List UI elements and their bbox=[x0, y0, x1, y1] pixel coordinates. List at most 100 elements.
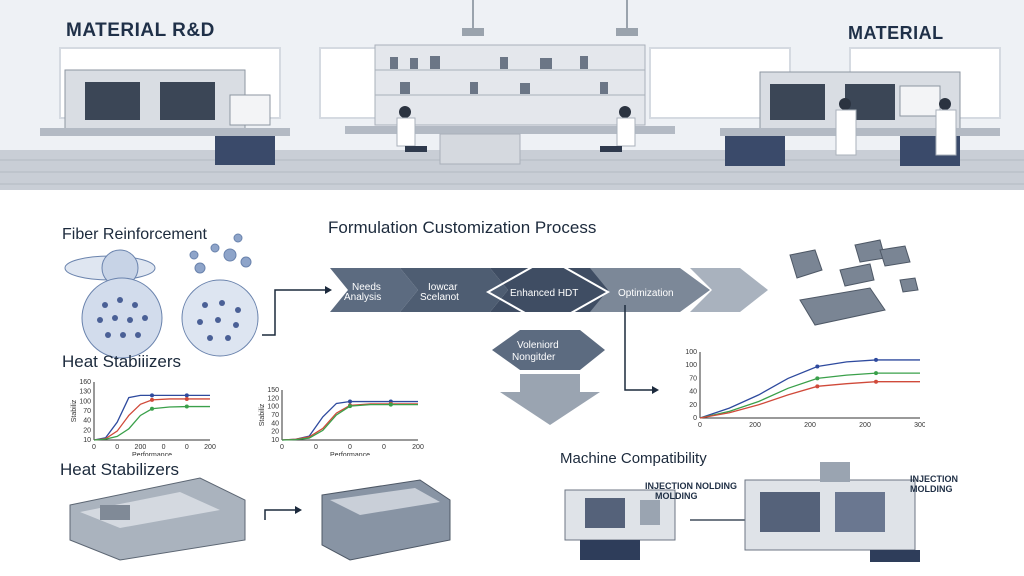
y-tick-label: 150 bbox=[267, 387, 279, 394]
chevron-step-4-label: Optimization bbox=[618, 288, 674, 299]
injection-machine-left bbox=[564, 489, 676, 560]
down-block bbox=[492, 330, 605, 370]
series-point-0 bbox=[348, 399, 352, 404]
chevron-step-1-line1: Needs bbox=[352, 282, 381, 293]
chevron-step-3-label: Enhanced HDT bbox=[510, 288, 578, 299]
x-tick-label: 0 bbox=[115, 444, 119, 451]
x-tick-label: 200 bbox=[204, 444, 216, 451]
series-line-2 bbox=[699, 381, 920, 419]
fiber-samples bbox=[64, 233, 259, 359]
header-left-title: MATERIAL R&D bbox=[66, 20, 215, 41]
y-tick-label: 20 bbox=[271, 429, 279, 436]
x-axis-label: Performance bbox=[330, 452, 370, 456]
connector-arrowhead-heat bbox=[295, 506, 302, 514]
x-tick-label: 0 bbox=[280, 444, 284, 451]
series-line-1 bbox=[281, 403, 418, 441]
section-heat-2: Heat Stabilizers bbox=[60, 460, 180, 479]
series-point-0 bbox=[815, 364, 820, 369]
down-arrow bbox=[500, 374, 600, 425]
chevron-step-4 bbox=[590, 268, 710, 312]
process-title: Formulation Customization Process bbox=[328, 218, 597, 237]
connector-arrowhead-fiber bbox=[325, 286, 332, 294]
connector-arrow-heat bbox=[264, 509, 295, 520]
chevron-step-2-line1: Iowcar bbox=[428, 282, 458, 293]
chevron-step-1 bbox=[330, 268, 418, 312]
series-point-2 bbox=[815, 384, 820, 389]
series-line-1 bbox=[699, 372, 920, 419]
connector-arrow-chart bbox=[624, 305, 652, 391]
hdt-diamond bbox=[485, 256, 611, 328]
y-tick-label: 100 bbox=[79, 398, 91, 405]
series-point-1 bbox=[815, 376, 820, 381]
heat-machine-right bbox=[321, 479, 451, 561]
y-tick-label: 70 bbox=[271, 412, 279, 419]
machine-label-right-line1: INJECTION bbox=[910, 474, 959, 484]
y-tick-label: 20 bbox=[83, 427, 91, 434]
y-tick-label: 160 bbox=[79, 379, 91, 386]
x-tick-label: 0 bbox=[698, 422, 702, 429]
x-tick-label: 0 bbox=[92, 444, 96, 451]
chevron-step-2-line2: Scelanot bbox=[420, 292, 459, 303]
series-line-0 bbox=[93, 394, 210, 441]
chevron-step-3 bbox=[490, 268, 623, 312]
x-tick-label: 200 bbox=[412, 444, 424, 451]
y-tick-label: 0 bbox=[693, 415, 697, 422]
chevron-step-1-line2: Analysis bbox=[344, 292, 381, 303]
machine-label-right-line2: MOLDING bbox=[910, 484, 953, 494]
connector-arrow-fiber bbox=[262, 289, 325, 336]
y-tick-label: 20 bbox=[689, 402, 697, 409]
connector-arrowhead-chart bbox=[652, 386, 659, 394]
chevron-step-2 bbox=[400, 268, 508, 312]
lab-illustration bbox=[0, 0, 1024, 190]
y-tick-label: 40 bbox=[689, 389, 697, 396]
injection-machine-right bbox=[744, 462, 920, 562]
y-tick-label: 70 bbox=[83, 408, 91, 415]
series-point-1 bbox=[150, 397, 154, 402]
series-line-2 bbox=[281, 403, 418, 441]
series-point-0 bbox=[184, 393, 189, 398]
y-tick-label: 70 bbox=[689, 375, 697, 382]
series-point-2 bbox=[184, 404, 189, 409]
down-step-line2: Nongitder bbox=[512, 352, 556, 363]
series-point-0 bbox=[150, 393, 154, 398]
x-tick-label: 0 bbox=[185, 444, 189, 451]
series-point-2 bbox=[150, 406, 154, 411]
section-machine: Machine Compatibility bbox=[560, 450, 707, 467]
x-tick-label: 0 bbox=[348, 444, 352, 451]
machine-label-left: INJECTION NOLDING MOLDING bbox=[645, 481, 737, 501]
machine-label-right: INJECTION MOLDING bbox=[910, 474, 958, 494]
machine-label-left-line2: MOLDING bbox=[655, 491, 698, 501]
heat-machine-left bbox=[69, 477, 246, 561]
section-fiber: Fiber Reinforcement bbox=[62, 226, 207, 243]
machine-label-left-line1: INJECTION NOLDING bbox=[645, 481, 738, 491]
y-tick-label: 10 bbox=[271, 437, 279, 444]
y-tick-label: 40 bbox=[83, 418, 91, 425]
x-tick-label: 300 bbox=[914, 422, 925, 429]
series-point-1 bbox=[184, 396, 189, 401]
y-tick-label: 120 bbox=[267, 395, 279, 402]
x-tick-label: 0 bbox=[382, 444, 386, 451]
series-point-2 bbox=[348, 404, 352, 409]
x-tick-label: 200 bbox=[135, 444, 147, 451]
y-axis-label: Stabiliz bbox=[259, 403, 266, 426]
x-tick-label: 200 bbox=[749, 422, 761, 429]
x-axis-label: Performance bbox=[132, 452, 172, 456]
x-tick-label: 200 bbox=[804, 422, 816, 429]
series-point-2 bbox=[388, 402, 393, 407]
series-point-1 bbox=[874, 371, 878, 376]
x-tick-label: 200 bbox=[859, 422, 871, 429]
y-tick-label: 100 bbox=[685, 349, 697, 356]
series-line-2 bbox=[93, 405, 210, 441]
section-heat-1: Heat Stabiiizers bbox=[62, 352, 182, 371]
y-tick-label: 10 bbox=[83, 437, 91, 444]
y-tick-label: 100 bbox=[267, 404, 279, 411]
y-tick-label: 130 bbox=[79, 389, 91, 396]
header-right-title: MATERIAL bbox=[848, 23, 944, 43]
lab-banner bbox=[0, 0, 1024, 190]
series-line-0 bbox=[699, 359, 920, 419]
down-step-line1: Voleniord bbox=[517, 340, 559, 351]
